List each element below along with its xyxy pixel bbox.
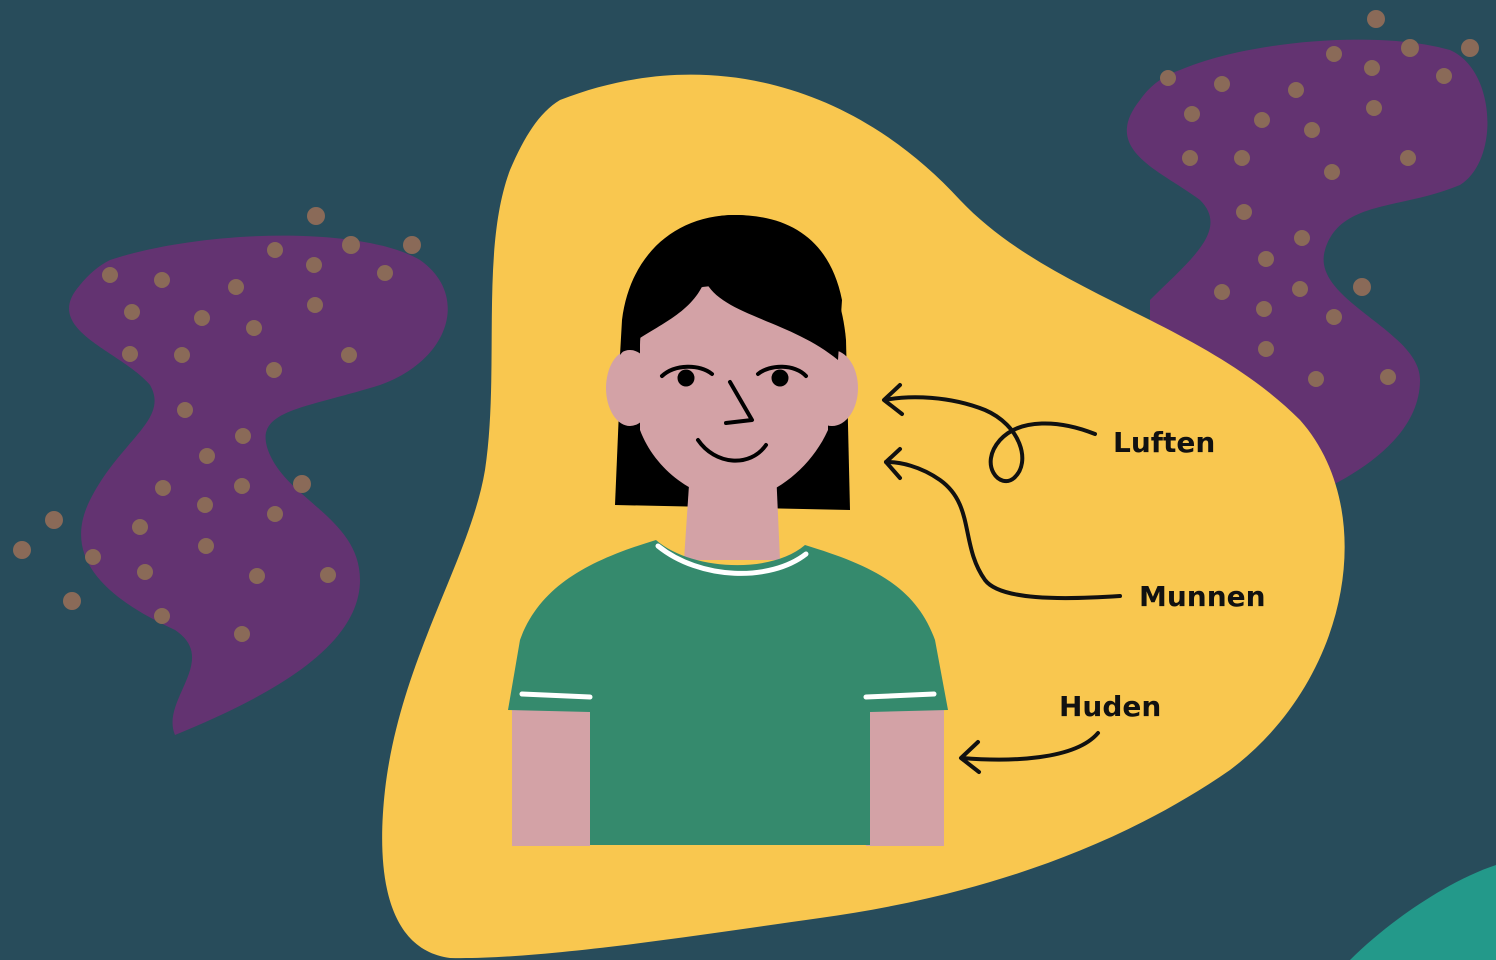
right-arm: [866, 700, 944, 846]
label-air: Luften: [1113, 426, 1215, 459]
left-sleeve-band: [522, 694, 590, 697]
label-mouth: Munnen: [1139, 580, 1266, 613]
left-arm: [512, 700, 590, 846]
label-skin: Huden: [1059, 690, 1161, 723]
right-sleeve-band: [866, 694, 934, 697]
